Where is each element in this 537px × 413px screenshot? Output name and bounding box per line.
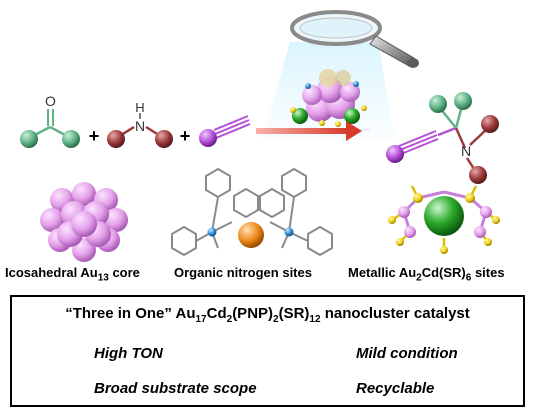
feature-high-ton: High TON [94, 345, 163, 362]
feature-mild-condition: Mild condition [356, 345, 458, 362]
ketone-molecule: O [20, 93, 80, 148]
au2cd-site-icon [388, 185, 500, 254]
phosphorus-atom-right [284, 227, 294, 237]
plus-sign-2: + [180, 126, 191, 146]
core-caption: Icosahedral Au13 core [5, 265, 140, 284]
metal-site-caption: Metallic Au2Cd(SR)6 sites [348, 265, 505, 284]
cadmium-atom [238, 222, 264, 248]
amine-molecule: H N [107, 100, 173, 148]
feature-broad-substrate-scope: Broad substrate scope [94, 380, 257, 397]
nitrogen-caption: Organic nitrogen sites [174, 265, 312, 280]
amine-hydrogen-label: H [135, 100, 144, 115]
catalyst-cluster-icon [290, 69, 370, 131]
au13-core-icon [40, 182, 128, 262]
product-molecule: N [386, 92, 499, 184]
feature-recyclable: Recyclable [356, 380, 435, 397]
alkyne-molecule [199, 115, 251, 147]
reaction-arrow [256, 121, 362, 141]
ketone-oxygen-label: O [45, 93, 56, 109]
plus-sign-1: + [89, 126, 100, 146]
phosphorus-atom-left [207, 227, 217, 237]
amine-nitrogen-label: N [135, 118, 145, 134]
summary-title: “Three in One” Au17Cd2(PNP)2(SR)12 nanoc… [65, 305, 470, 325]
summary-box: “Three in One” Au17Cd2(PNP)2(SR)12 nanoc… [10, 295, 525, 407]
product-nitrogen-label: N [461, 143, 471, 159]
